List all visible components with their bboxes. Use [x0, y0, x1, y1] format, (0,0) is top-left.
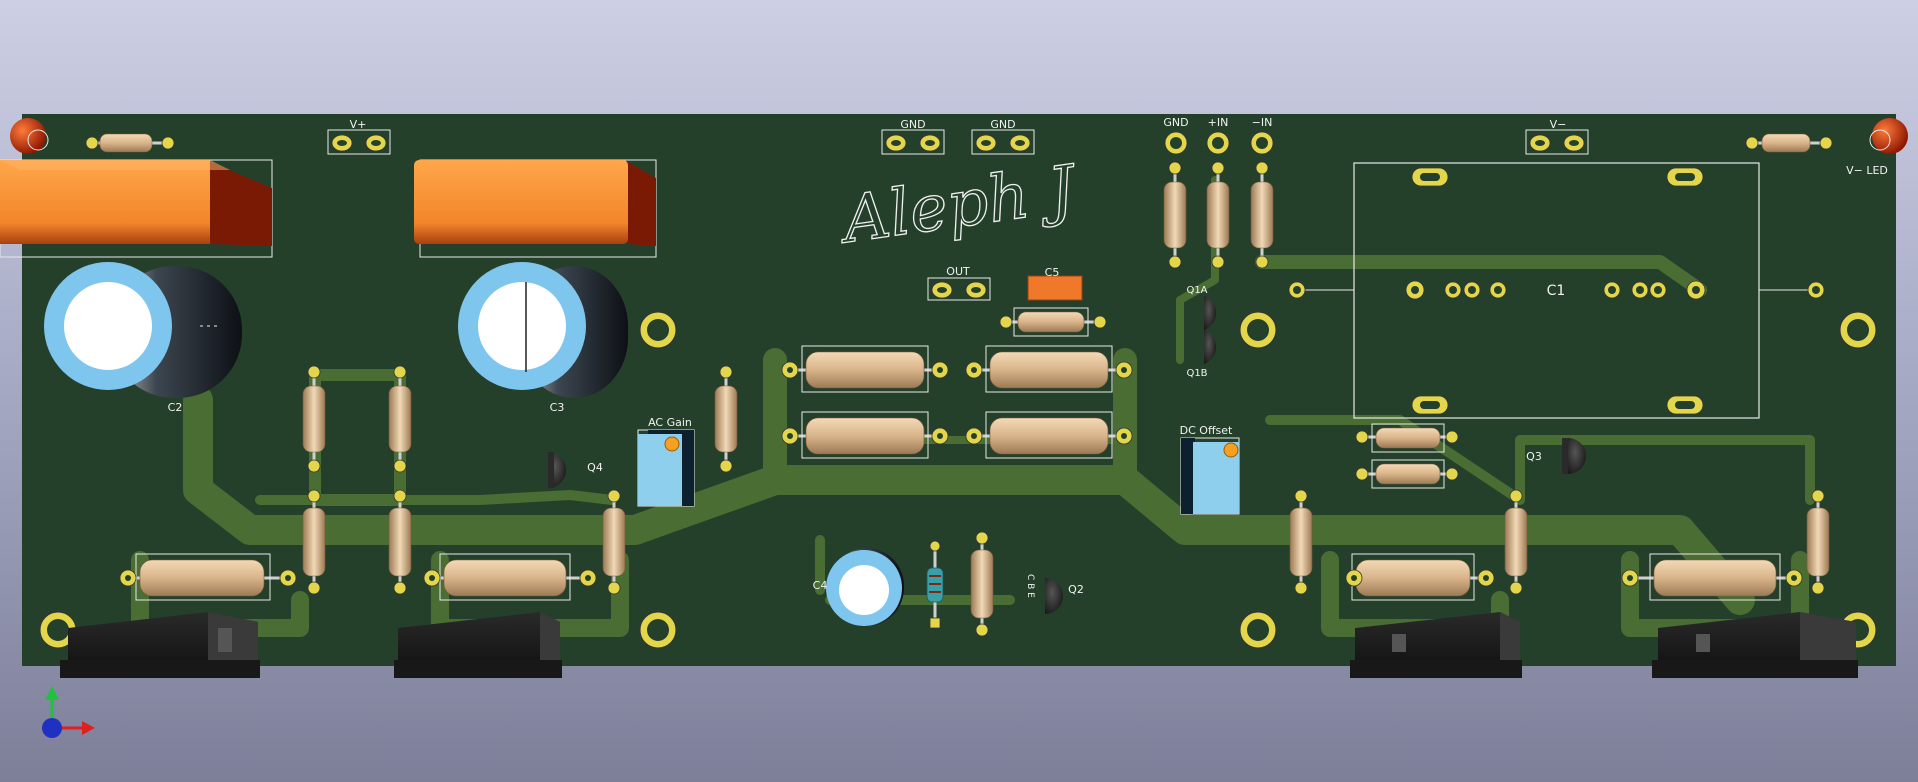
label-gnd-1: GND	[900, 118, 925, 131]
label-ac-gain: AC Gain	[648, 416, 692, 429]
label-c3: C3	[550, 401, 565, 414]
label-q1b: Q1B	[1186, 368, 1207, 379]
trimmer-dc-offset[interactable]	[1180, 437, 1240, 515]
label-minus-in: −IN	[1252, 116, 1273, 129]
label-gnd-3: GND	[1163, 116, 1188, 129]
label-q2: Q2	[1068, 583, 1084, 596]
pcb-board	[22, 114, 1896, 666]
label-q2-pins: C B E	[1025, 574, 1035, 598]
label-plus-in: +IN	[1208, 116, 1229, 129]
trimmer-ac-gain[interactable]	[637, 429, 695, 507]
electrolytic-cap-c2[interactable]	[44, 262, 242, 398]
electrolytic-cap-c3[interactable]	[458, 262, 628, 398]
mounting-holes	[39, 311, 1877, 649]
capacitor-c5[interactable]	[1027, 275, 1083, 301]
electrolytic-cap-c4[interactable]	[826, 548, 904, 626]
label-v-minus: V−	[1550, 118, 1567, 131]
label-gnd-2: GND	[990, 118, 1015, 131]
label-v-plus: V+	[350, 118, 367, 131]
small-transistors[interactable]	[548, 296, 1586, 614]
label-q3: Q3	[1526, 450, 1542, 463]
leds[interactable]	[10, 118, 1908, 154]
label-c1: C1	[1547, 283, 1566, 299]
axes-gizmo[interactable]	[42, 686, 95, 738]
film-capacitor-left[interactable]	[0, 159, 273, 258]
label-v-minus-led: V− LED	[1846, 164, 1888, 177]
terminal-connectors[interactable]	[327, 129, 1589, 301]
vertical-resistors[interactable]	[302, 161, 1830, 637]
c1-footprint	[1288, 162, 1825, 419]
label-c2: C2	[168, 401, 183, 414]
label-dc-offset: DC Offset	[1180, 424, 1233, 437]
label-c4: C4	[813, 579, 828, 592]
film-capacitor-right[interactable]	[414, 159, 657, 258]
power-transistors[interactable]	[60, 612, 1858, 678]
silkscreen-labels: V+ GND GND GND +IN −IN V− V− LED OUT C5 …	[168, 116, 1888, 598]
horizontal-resistors[interactable]	[85, 133, 1833, 601]
label-c5: C5	[1045, 266, 1060, 279]
label-q4: Q4	[587, 461, 603, 474]
label-out: OUT	[946, 265, 970, 278]
label-q1a: Q1A	[1186, 285, 1207, 296]
